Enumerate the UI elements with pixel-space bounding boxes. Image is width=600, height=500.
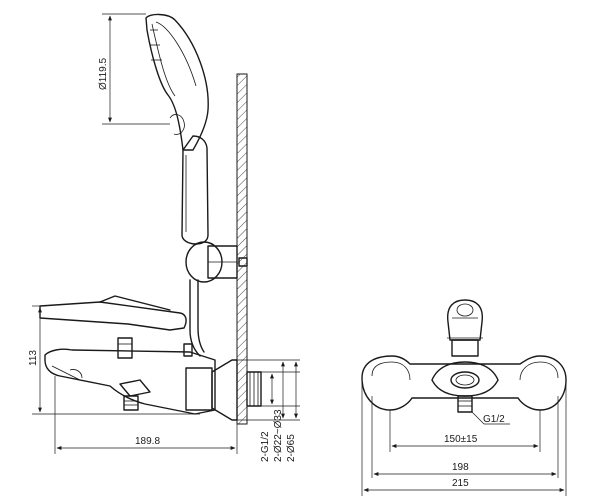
dim-width-198: 198	[371, 396, 559, 478]
dim-height-113: 113	[28, 305, 200, 415]
outlet-thread	[123, 395, 139, 411]
dim-label-g12: 2-G1/2	[260, 431, 271, 462]
dim-width-189: 189.8	[54, 376, 238, 454]
dim-label-189: 189.8	[135, 436, 160, 447]
dim-label-22-33: 2-Ø22~Ø33	[273, 409, 284, 462]
mixer-body	[39, 295, 216, 415]
dim-width-215: 215	[361, 378, 567, 496]
front-outlet-thread	[457, 395, 473, 413]
front-lever	[447, 299, 483, 357]
front-view: G1/2 150±15 198 215	[361, 299, 567, 496]
dim-label-65: 2-Ø65	[286, 434, 297, 462]
wall-connection	[185, 359, 262, 421]
dim-label-front-g12: G1/2	[483, 414, 505, 425]
hand-shower-handle	[181, 135, 209, 245]
dim-front-g12: G1/2	[471, 411, 510, 425]
front-body	[361, 355, 567, 413]
hand-shower-head	[145, 13, 209, 151]
dim-fitting-diameters: 2-G1/2 2-Ø22~Ø33 2-Ø65	[237, 359, 300, 462]
dim-label-198: 198	[452, 462, 469, 473]
dim-centers: 150±15	[389, 410, 541, 452]
dim-label-119: Ø119.5	[98, 58, 109, 90]
dim-label-113: 113	[28, 350, 39, 366]
shower-holder	[185, 241, 248, 283]
dim-handshower-diameter: Ø119.5	[98, 13, 170, 125]
dim-label-215: 215	[452, 478, 469, 489]
side-view: Ø119.5 113 189.8 2-G1/2 2-Ø22~Ø33	[28, 13, 300, 462]
wall-section	[236, 73, 248, 425]
dim-label-150: 150±15	[444, 434, 478, 445]
